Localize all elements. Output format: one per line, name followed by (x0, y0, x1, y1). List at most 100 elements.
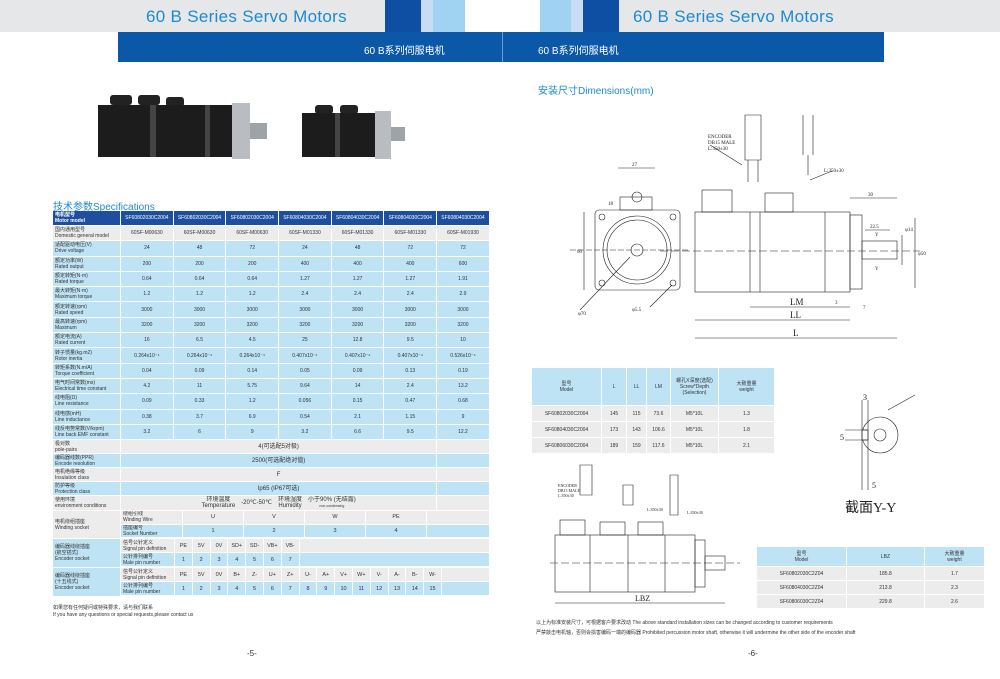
env-hum_cn: 环境湿度 (278, 497, 303, 504)
label-cn: 编码器线数(PPR) (55, 454, 94, 461)
value-cell: 3.2 (121, 424, 174, 440)
table-cell: 229.8 (847, 595, 925, 608)
label-cn: 信号公针定义 (123, 539, 154, 546)
row-label: 额定转矩(N·m)Rated torque (53, 271, 121, 287)
value-cell: 3.7 (174, 409, 227, 424)
span-value: 4(可选配5对极) (121, 440, 438, 454)
pin-cell: Z+ (282, 568, 300, 582)
value-cell: 200 (174, 256, 227, 271)
env-temp_en: Temperature (201, 503, 236, 510)
side-view (660, 114, 920, 339)
label-cn: 额定转矩(N·m) (55, 273, 88, 280)
label-cn: 编码器线绕插座 (55, 573, 91, 580)
label-cn: 信号公针定义 (123, 568, 154, 575)
label-en: Torque coefficient (55, 370, 95, 377)
label-en: Electrical time constant (55, 386, 107, 393)
value-cell: 0.64 (226, 271, 280, 287)
motor-photos (98, 95, 405, 159)
table-cell: 159 (627, 438, 647, 453)
pin-cell: W+ (353, 568, 371, 582)
bar-divider (502, 32, 503, 62)
label-30: 30 (868, 193, 874, 198)
pin-cell: 4 (366, 524, 427, 538)
label-cn: 额定转速(rpm) (55, 303, 87, 310)
row-label: 最高转速(rpm)Maximum (53, 317, 121, 333)
row-label: 电气时间常数(ms)Electrical time constant (53, 378, 121, 394)
value-cell: 60SF-M01330 (332, 226, 385, 241)
value-cell: 1.27 (332, 271, 385, 287)
row-label: 编码器线数(PPR)Encode resolution (53, 454, 121, 468)
model-header: SF60804030C2004 (332, 211, 385, 225)
header-en: Model (559, 386, 574, 393)
label-en: Rotor inertia (55, 355, 83, 362)
label-ll: LL (790, 310, 801, 320)
table-cell: 2.3 (925, 581, 985, 594)
value-cell: 1.27 (279, 271, 332, 287)
pin-cell: 6 (264, 582, 282, 596)
header-band-right (619, 0, 1000, 32)
value-cell: 0.33 (174, 394, 227, 409)
header-en: L (612, 383, 616, 390)
table-cell: 189 (602, 438, 627, 453)
label-en: environment conditions (55, 503, 107, 510)
value-cell: 0.15 (332, 394, 385, 409)
env-hum_en: Humidity (278, 503, 302, 510)
pin-cell: B+ (228, 568, 247, 582)
value-cell: 3000 (384, 302, 438, 317)
label-y1: Y (875, 233, 879, 238)
value-cell: 72 (226, 241, 280, 256)
label-en: Rated torque (55, 279, 84, 286)
label-cn: 线电感(mH) (55, 410, 82, 417)
value-cell: 3.2 (279, 424, 332, 440)
pin-cell: 7 (282, 553, 300, 567)
row-label: 编码器线绕插座(十五线式)Encoder socket (53, 568, 121, 597)
label-y2: Y (875, 267, 879, 272)
value-cell: 3000 (174, 302, 227, 317)
value-cell: 72 (437, 241, 490, 256)
pin-cell: 6 (264, 553, 282, 567)
value-cell: 2.1 (332, 409, 385, 424)
label-cn: 线反电势常数(V/krpm) (55, 426, 105, 432)
label-en: Maximum torque (55, 294, 93, 301)
pin-cell: 8 (300, 582, 318, 596)
value-cell: 0.13 (384, 363, 438, 378)
value-cell: 1.91 (437, 271, 490, 287)
table-cell: M5*10L (671, 406, 719, 421)
header-cn: 型号 (796, 550, 807, 557)
pin-cell: V+ (335, 568, 353, 582)
model-header: SF60802030C2004 (121, 211, 174, 225)
section-label-5b: 5 (872, 481, 876, 490)
header-accent (421, 0, 433, 32)
spec-section-title: 技术参数Specifications (53, 202, 155, 213)
row-label: 线电阻(Ω)Line resistance (53, 394, 121, 409)
env-temp_cn: 环境温度 (206, 497, 231, 504)
section-drawing: 3 5 5 截面Y-Y (840, 393, 916, 516)
value-cell: 1.2 (174, 287, 227, 302)
value-cell: 60SF-M00630 (121, 226, 174, 241)
empty-cell (437, 482, 490, 496)
value-cell: 0.38 (121, 409, 174, 424)
table-cell: 2.1 (719, 438, 775, 453)
value-cell: 0.407x10⁻⁴ (279, 348, 332, 363)
pin-cell: 1 (175, 553, 193, 567)
pin-cell: V (244, 511, 305, 524)
value-cell: 12.2 (437, 424, 490, 440)
table-cell: SF60804030C2004 (532, 422, 602, 437)
label-db15: DB15 MALE (708, 141, 735, 146)
value-cell: 1.15 (384, 409, 438, 424)
